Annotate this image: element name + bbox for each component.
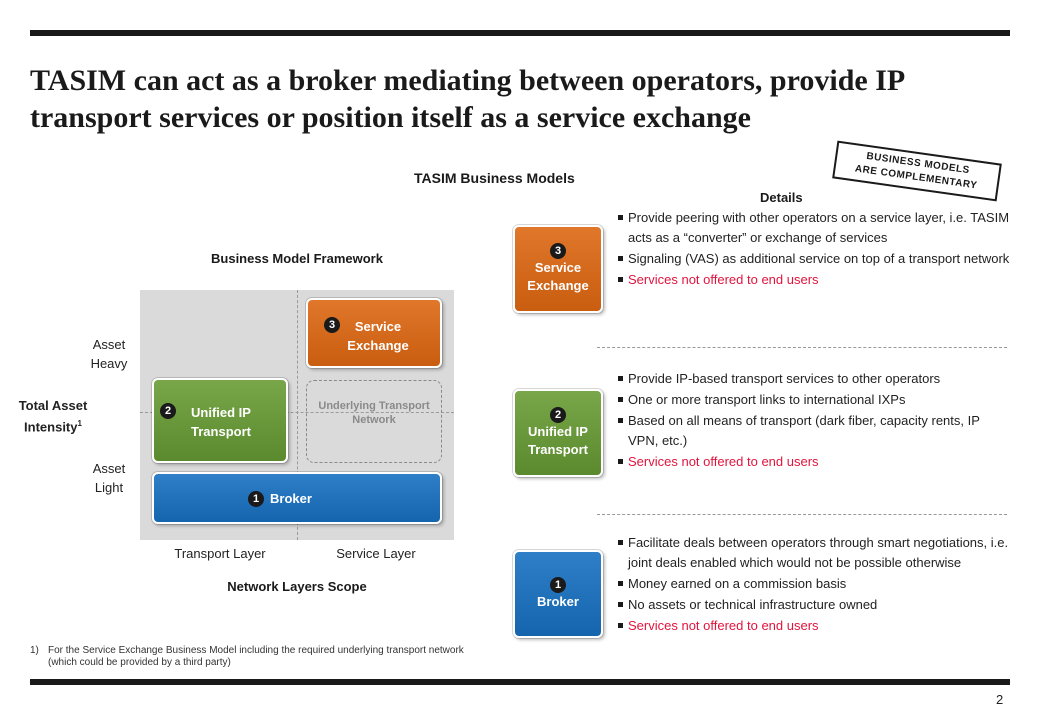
service-exchange-label: Service Exchange [347, 319, 409, 353]
number-2-badge: 2 [160, 403, 176, 419]
separator [597, 514, 1007, 515]
y-axis-text: Total Asset Intensity [18, 398, 88, 435]
page-number: 2 [996, 692, 1004, 707]
list-item: Signaling (VAS) as additional service on… [618, 249, 1013, 269]
y-axis-label: Total Asset Intensity1 [8, 397, 98, 436]
page-title: TASIM can act as a broker mediating betw… [30, 64, 904, 134]
list-item-red: Services not offered to end users [618, 270, 1013, 290]
footnote: 1) For the Service Exchange Business Mod… [30, 645, 470, 669]
details-heading: Details [760, 190, 803, 205]
service-layer-label: Service Layer [336, 546, 416, 561]
broker-label: Broker [270, 491, 312, 506]
model-1-label: Broker [537, 594, 579, 609]
top-rule [30, 30, 1010, 36]
model-3-label: Service Exchange [527, 260, 589, 293]
x-axis-label: Network Layers Scope [227, 579, 367, 594]
footnote-ref: 1 [77, 419, 82, 428]
model-2-label: Unified IP Transport [528, 424, 588, 457]
model-2-badge: 2 [550, 407, 566, 423]
number-3-badge: 3 [324, 317, 340, 333]
model-3-details: Provide peering with other operators on … [618, 208, 1013, 291]
grid-horizontal-divider [140, 412, 454, 413]
bottom-rule [30, 679, 1010, 685]
service-exchange-box[interactable]: 3 Service Exchange [306, 298, 442, 368]
list-item: Provide peering with other operators on … [618, 208, 1013, 248]
underlying-network-box: Underlying Transport Network [306, 380, 442, 463]
separator [597, 347, 1007, 348]
model-unified-ip-box[interactable]: 2 Unified IP Transport [513, 389, 603, 477]
model-3-badge: 3 [550, 243, 566, 259]
model-2-details: Provide IP-based transport services to o… [618, 369, 1013, 473]
list-item-red: Services not offered to end users [618, 452, 1013, 472]
list-item: Provide IP-based transport services to o… [618, 369, 1013, 389]
asset-heavy-label: Asset Heavy [90, 337, 128, 371]
list-item: One or more transport links to internati… [618, 390, 1013, 410]
number-1-badge: 1 [248, 491, 264, 507]
list-item-red: Services not offered to end users [618, 616, 1013, 636]
model-service-exchange-box[interactable]: 3 Service Exchange [513, 225, 603, 313]
list-item: Facilitate deals between operators throu… [618, 533, 1013, 573]
footnote-text: For the Service Exchange Business Model … [48, 645, 464, 668]
model-1-badge: 1 [550, 577, 566, 593]
framework-title: Business Model Framework [211, 251, 383, 266]
asset-light-label: Asset Light [92, 461, 126, 495]
broker-box[interactable]: 1 Broker [152, 472, 442, 524]
model-1-details: Facilitate deals between operators throu… [618, 533, 1013, 637]
complementary-stamp: BUSINESS MODELS ARE COMPLEMENTARY [832, 140, 1002, 202]
footnote-marker: 1) [30, 645, 39, 656]
list-item: Based on all means of transport (dark fi… [618, 411, 1013, 451]
model-broker-box[interactable]: 1 Broker [513, 550, 603, 638]
unified-ip-box[interactable]: 2 Unified IP Transport [152, 378, 288, 463]
transport-layer-label: Transport Layer [174, 546, 266, 561]
grid-vertical-divider [297, 290, 298, 540]
unified-ip-label: Unified IP Transport [191, 405, 251, 439]
list-item: Money earned on a commission basis [618, 574, 1013, 594]
section-title: TASIM Business Models [414, 170, 575, 186]
list-item: No assets or technical infrastructure ow… [618, 595, 1013, 615]
